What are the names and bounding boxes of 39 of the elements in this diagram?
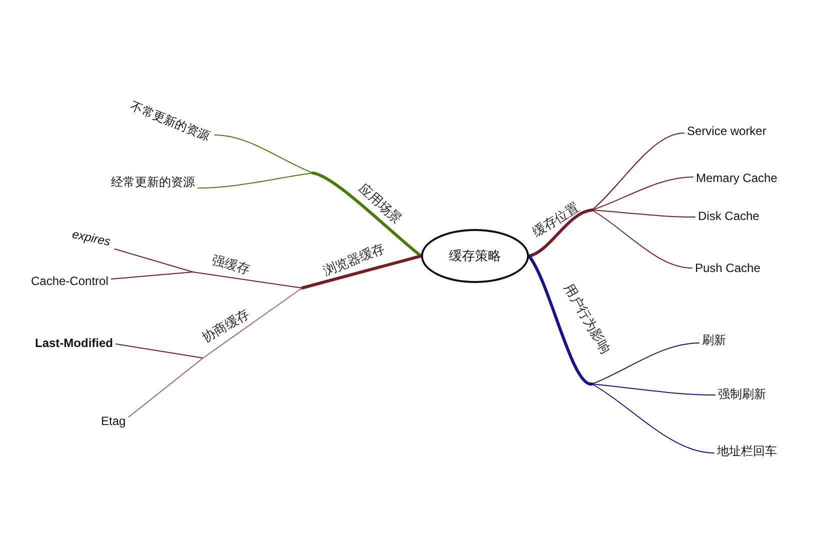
- branch-line: [592, 384, 716, 396]
- main-branch-line: [312, 172, 422, 258]
- leaf-topic: Etag: [101, 414, 126, 428]
- leaf-topic: Service worker: [687, 124, 766, 138]
- branch-label: 用户行为影响: [561, 282, 613, 356]
- branch-line: [192, 272, 302, 288]
- branch-line: [214, 134, 314, 174]
- branch-label: 协商缓存: [200, 306, 252, 346]
- branch-label: 强缓存: [210, 252, 252, 278]
- branch-line: [116, 344, 204, 358]
- branch-line: [592, 210, 696, 218]
- leaf-topic: 刷新: [702, 332, 726, 348]
- leaf-topic: Push Cache: [695, 260, 760, 276]
- leaf-topic: Memary Cache: [696, 170, 778, 186]
- branch-line: [592, 384, 714, 454]
- leaf-topic: Cache-Control: [31, 274, 108, 288]
- branch-label: 浏览器缓存: [321, 241, 387, 279]
- main-branch-line: [300, 254, 422, 290]
- leaf-topic: Last-Modified: [35, 336, 113, 350]
- branch-line: [592, 132, 684, 210]
- leaf-topic: 强制刷新: [718, 386, 766, 402]
- central-topic: 缓存策略: [421, 229, 529, 283]
- leaf-topic: 经常更新的资源: [111, 174, 195, 190]
- leaf-topic: 不常更新的资源: [128, 98, 212, 144]
- leaf-topic: Disk Cache: [698, 208, 760, 224]
- branch-line: [202, 288, 302, 358]
- main-branch-line: [528, 254, 594, 386]
- branch-line: [592, 210, 692, 268]
- branch-line: [128, 358, 204, 418]
- branch-line: [110, 272, 194, 280]
- branch-line: [592, 342, 700, 384]
- main-branch-line: [528, 208, 594, 258]
- branch-line: [592, 176, 694, 210]
- leaf-topic: expires: [70, 226, 112, 250]
- leaf-topic: 地址栏回车: [717, 444, 777, 458]
- branch-line: [198, 172, 314, 188]
- branch-line: [114, 248, 194, 272]
- branch-label: 缓存位置: [530, 200, 582, 240]
- branch-label: 应用场景: [356, 181, 404, 227]
